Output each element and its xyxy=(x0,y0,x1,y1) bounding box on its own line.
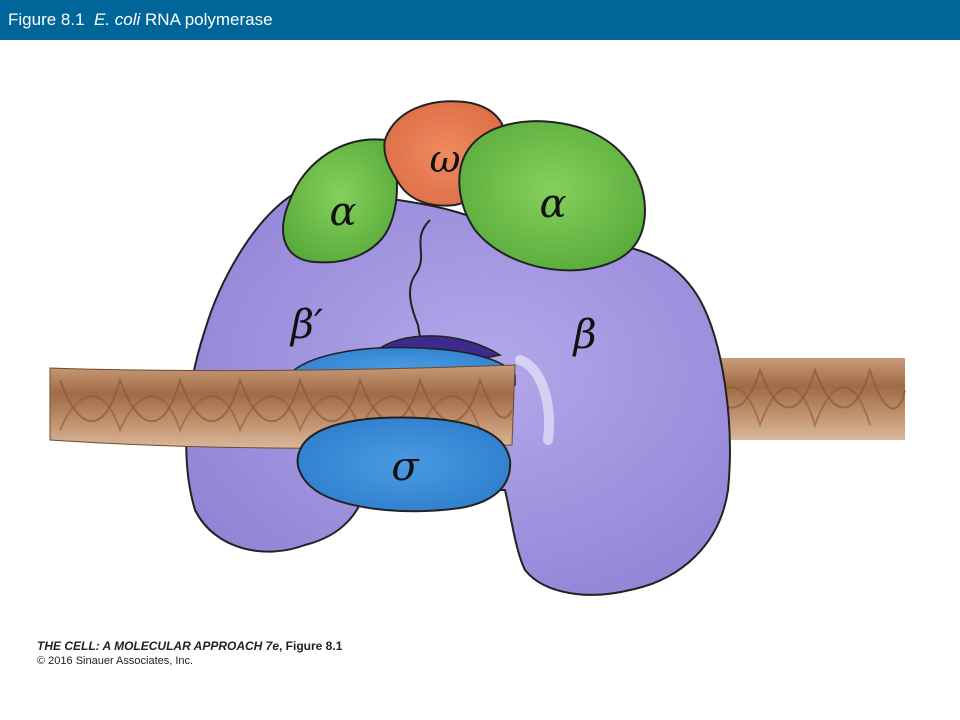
alpha-subunit-left xyxy=(282,138,398,264)
beta-label: β xyxy=(571,312,596,358)
omega-label: ω xyxy=(430,137,461,181)
alpha-right-label: α xyxy=(539,181,566,227)
figure-reference: , Figure 8.1 xyxy=(279,639,343,653)
beta-arm-highlight xyxy=(515,355,555,445)
rna-polymerase-diagram: ω α α β′ β σ xyxy=(49,100,906,596)
organism-name: E. coli xyxy=(94,10,141,29)
copyright-text: © 2016 Sinauer Associates, Inc. xyxy=(37,655,194,667)
sigma-subunit xyxy=(296,416,512,513)
alpha-left-label: α xyxy=(329,189,356,235)
alpha-subunit-right xyxy=(458,120,647,272)
sigma-label: σ xyxy=(391,444,420,490)
figure-title: RNA polymerase xyxy=(145,10,273,29)
book-credit: THE CELL: A MOLECULAR APPROACH 7e, Figur… xyxy=(37,638,342,654)
beta-prime-label: β′ xyxy=(289,302,323,348)
book-title: THE CELL: A MOLECULAR APPROACH 7e xyxy=(37,639,280,653)
title-bar: Figure 8.1 E. coli RNA polymerase xyxy=(0,0,960,40)
figure-credit: THE CELL: A MOLECULAR APPROACH 7e, Figur… xyxy=(37,638,342,668)
figure-number: Figure 8.1 xyxy=(8,10,85,29)
